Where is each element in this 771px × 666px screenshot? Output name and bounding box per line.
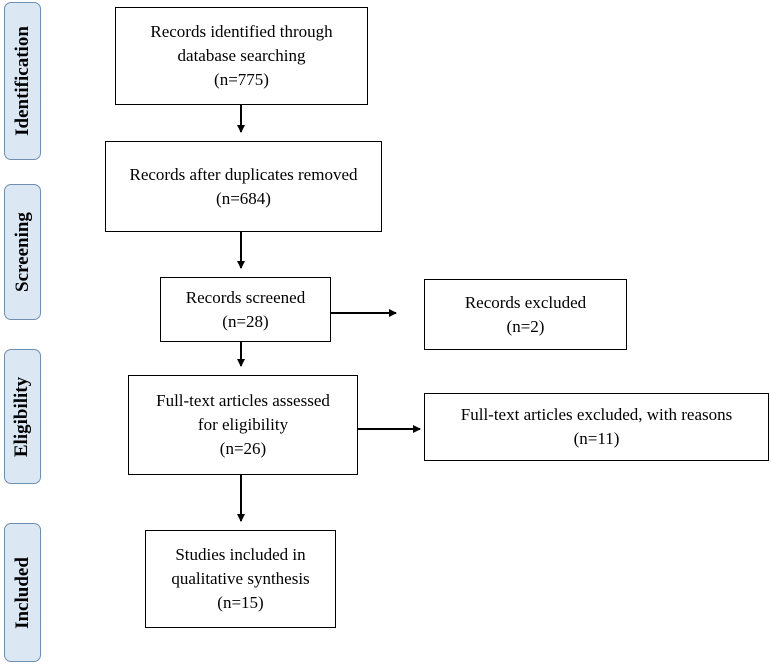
stage-eligibility-label: Eligibility [11, 376, 33, 457]
box-studies-included-line-2: qualitative synthesis [171, 569, 310, 588]
box-studies-included-line-3: (n=15) [217, 593, 264, 612]
stage-identification: Identification [4, 2, 41, 160]
stage-included-label: Included [11, 556, 33, 629]
box-fulltext-assessed-line-2: for eligibility [197, 415, 289, 434]
box-records-identified-line-1: Records identified through [150, 22, 333, 41]
box-records-screened: Records screened (n=28) [160, 277, 331, 342]
box-records-identified-line-3: (n=775) [214, 70, 269, 89]
box-records-identified-line-2: database searching [177, 46, 306, 65]
box-fulltext-excluded-line-1: Full-text articles excluded, with reason… [460, 405, 733, 424]
box-studies-included-line-1: Studies included in [175, 545, 306, 564]
box-studies-included: Studies included in qualitative synthesi… [145, 530, 336, 628]
box-fulltext-assessed-line-3: (n=26) [219, 439, 267, 458]
stage-eligibility: Eligibility [4, 349, 41, 484]
stage-identification-label: Identification [11, 26, 33, 136]
box-records-excluded-line-1: Records excluded [464, 292, 587, 312]
box-records-excluded: Records excluded (n=2) [424, 279, 627, 350]
stage-included: Included [4, 523, 41, 662]
box-records-excluded-line-2: (n=2) [506, 316, 545, 336]
box-records-after-duplicates: Records after duplicates removed (n=684) [105, 141, 382, 232]
box-records-screened-line-2: (n=28) [222, 311, 269, 331]
box-fulltext-excluded: Full-text articles excluded, with reason… [424, 393, 769, 461]
box-fulltext-assessed: Full-text articles assessed for eligibil… [128, 375, 358, 475]
box-fulltext-assessed-line-1: Full-text articles assessed [156, 391, 330, 410]
stage-screening: Screening [4, 184, 41, 320]
box-fulltext-excluded-line-2: (n=11) [573, 429, 620, 448]
stage-screening-label: Screening [11, 212, 33, 292]
box-records-after-duplicates-line-1: Records after duplicates removed [129, 164, 358, 184]
box-records-screened-line-1: Records screened [185, 287, 306, 307]
box-records-identified: Records identified through database sear… [115, 7, 368, 105]
box-records-after-duplicates-line-2: (n=684) [216, 188, 271, 208]
